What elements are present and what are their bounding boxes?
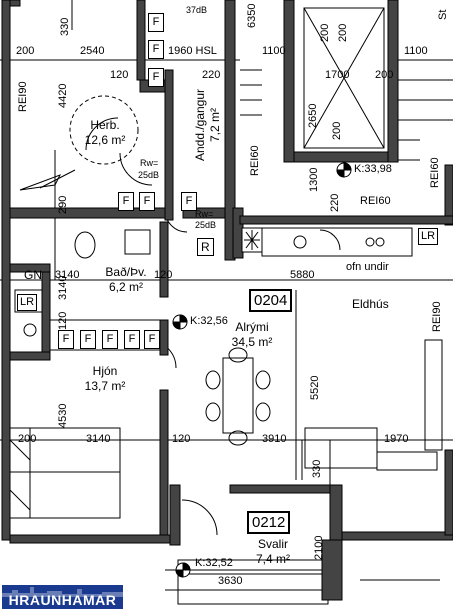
room-bad-area: 6,2 m² <box>108 280 143 294</box>
dim: 3910 <box>262 433 287 445</box>
dim: 120 <box>172 433 191 445</box>
lr-box: LR <box>418 228 439 245</box>
dim: 4530 <box>57 403 69 428</box>
closet-marker: F <box>148 13 164 32</box>
dim: 200 <box>16 45 35 57</box>
dim: 1300 <box>308 167 320 192</box>
dim: 1100 <box>404 45 428 57</box>
dim: 2650 <box>307 103 319 128</box>
level-label: K:32,52 <box>195 557 233 569</box>
dim: 200 <box>331 121 343 140</box>
dim: 2540 <box>80 45 105 57</box>
room-bad: Bað/Þv. 6,2 m² <box>96 265 156 295</box>
dim: 200 <box>375 69 394 81</box>
dim: 120 <box>57 311 69 330</box>
fire-rating: REI60 <box>360 195 391 207</box>
dim: 4420 <box>57 83 69 108</box>
dim: 3140 <box>86 433 111 445</box>
sound-rating: 25dB <box>138 170 160 180</box>
dim: 3140 <box>55 269 80 281</box>
skyline-icon <box>2 587 123 597</box>
level-label: K:33,98 <box>354 163 392 175</box>
dim: 3140 <box>57 275 69 300</box>
closet-marker: F <box>58 330 74 349</box>
dim: 3630 <box>218 575 243 587</box>
closet-marker: F <box>148 68 164 87</box>
logo-text: HRAUNHAMAR <box>8 592 117 608</box>
fire-rating: REI90 <box>431 301 443 332</box>
closet-marker: F <box>80 330 96 349</box>
dim: 220 <box>202 69 221 81</box>
room-andd: Andd./gangur 7,2 m² <box>193 80 223 170</box>
dim: 220 <box>329 193 341 212</box>
room-alrymi-name: Alrými <box>235 320 269 334</box>
dim: 200 <box>18 433 37 445</box>
dim: 5880 <box>290 269 315 281</box>
closet-marker: F <box>181 192 197 211</box>
dim: 2100 <box>313 535 325 560</box>
fire-rating: REI60 <box>429 157 441 188</box>
sound-rating: 37dB <box>186 5 208 15</box>
room-svalir: Svalir 7,4 m² <box>248 537 298 567</box>
sound-rating-rw: Rw= <box>140 158 159 168</box>
room-hjon-name: Hjón <box>92 364 118 378</box>
lr-box: LR <box>17 294 38 311</box>
room-number-svalir: 0212 <box>247 511 291 534</box>
room-number-alrymi: 0204 <box>249 289 293 312</box>
dim: 290 <box>57 195 69 214</box>
room-andd-name: Andd./gangur <box>193 88 207 162</box>
closet-marker: F <box>144 330 160 349</box>
sound-rating-rw: Rw= <box>195 209 214 219</box>
closet-marker: F <box>124 330 140 349</box>
hraunhamar-logo: HRAUNHAMAR <box>2 585 123 609</box>
closet-marker: F <box>118 192 134 211</box>
dim: 330 <box>311 459 323 478</box>
room-eldhus: Eldhús <box>352 297 389 311</box>
gn-label: GN <box>24 268 42 282</box>
room-hjon-area: 13,7 m² <box>84 379 126 393</box>
room-alrymi: Alrými 34,5 m² <box>222 320 282 350</box>
dim: 200 <box>319 23 331 42</box>
level-label: K:32,56 <box>190 315 228 327</box>
dim: 330 <box>59 17 71 36</box>
closet-marker: F <box>148 40 164 59</box>
fire-rating: REI90 <box>17 81 29 112</box>
room-bad-name: Bað/Þv. <box>105 265 147 279</box>
dim: 6350 <box>246 3 258 28</box>
r-box: R <box>197 238 214 256</box>
closet-marker: F <box>102 330 118 349</box>
stair-label: St <box>437 9 449 20</box>
dim: 1970 <box>384 433 409 445</box>
dim: 200 <box>337 23 349 42</box>
closet-marker: F <box>139 192 155 211</box>
room-andd-area: 7,2 m² <box>208 108 222 143</box>
dim: 1700 <box>325 69 350 81</box>
sound-rating: 25dB <box>195 220 217 230</box>
room-alrymi-area: 34,5 m² <box>231 335 273 349</box>
dim: 120 <box>154 269 173 281</box>
oven-label: ofn undir <box>346 261 389 273</box>
room-svalir-name: Svalir <box>257 537 288 551</box>
hsl-label: 1960 HSL <box>168 45 217 57</box>
room-hjon: Hjón 13,7 m² <box>80 364 130 394</box>
room-herb: Herb. 12,6 m² <box>80 118 130 148</box>
fire-rating: REI60 <box>249 145 261 176</box>
dim: 120 <box>110 69 129 81</box>
dim: 5520 <box>309 375 321 400</box>
dim: 1100 <box>262 45 286 57</box>
room-svalir-area: 7,4 m² <box>255 552 290 566</box>
room-herb-area: 12,6 m² <box>84 133 126 147</box>
room-herb-name: Herb. <box>90 118 120 132</box>
